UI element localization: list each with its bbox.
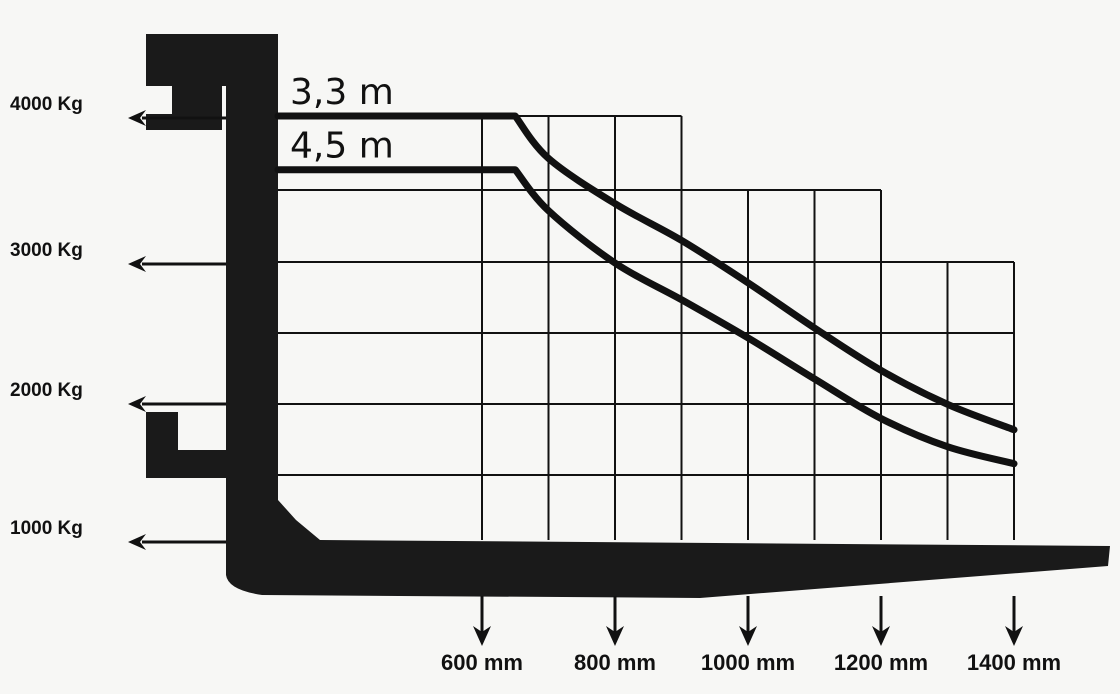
carriage-top-bracket bbox=[146, 34, 278, 130]
y-arrowhead bbox=[128, 256, 146, 272]
x-axis: 600 mm 800 mm 1000 mm 1200 mm 1400 mm bbox=[441, 596, 1061, 675]
y-arrowhead bbox=[128, 396, 146, 412]
y-axis: 4000 Kg 3000 Kg 2000 Kg 1000 Kg bbox=[10, 94, 226, 550]
x-tick-label: 600 mm bbox=[441, 650, 523, 675]
x-tick-label: 1000 mm bbox=[701, 650, 795, 675]
carriage-bottom-bracket bbox=[146, 412, 228, 478]
y-tick-label: 2000 Kg bbox=[10, 380, 83, 401]
x-arrowhead bbox=[473, 626, 491, 646]
series-line-2 bbox=[274, 166, 1018, 468]
fork-blade bbox=[226, 500, 1110, 598]
y-tick-label: 4000 Kg bbox=[10, 94, 83, 115]
x-arrowhead bbox=[739, 626, 757, 646]
series-labels: 3,3 m 4,5 m bbox=[290, 72, 394, 167]
y-tick-label: 3000 Kg bbox=[10, 240, 83, 261]
series-label-1: 3,3 m bbox=[290, 72, 394, 113]
fork-shank bbox=[226, 86, 278, 556]
series-line-1 bbox=[274, 112, 1018, 434]
x-tick-label: 1400 mm bbox=[967, 650, 1061, 675]
fork-silhouette bbox=[146, 34, 1110, 598]
x-tick-label: 1200 mm bbox=[834, 650, 928, 675]
x-arrowhead bbox=[1005, 626, 1023, 646]
y-arrowhead bbox=[128, 110, 146, 126]
series-label-2: 4,5 m bbox=[290, 126, 394, 167]
chart-grid bbox=[278, 115, 1015, 540]
load-curves bbox=[274, 112, 1018, 468]
x-arrowhead bbox=[606, 626, 624, 646]
y-arrowhead bbox=[128, 534, 146, 550]
x-arrowhead bbox=[872, 626, 890, 646]
x-tick-label: 800 mm bbox=[574, 650, 656, 675]
y-tick-label: 1000 Kg bbox=[10, 518, 83, 539]
